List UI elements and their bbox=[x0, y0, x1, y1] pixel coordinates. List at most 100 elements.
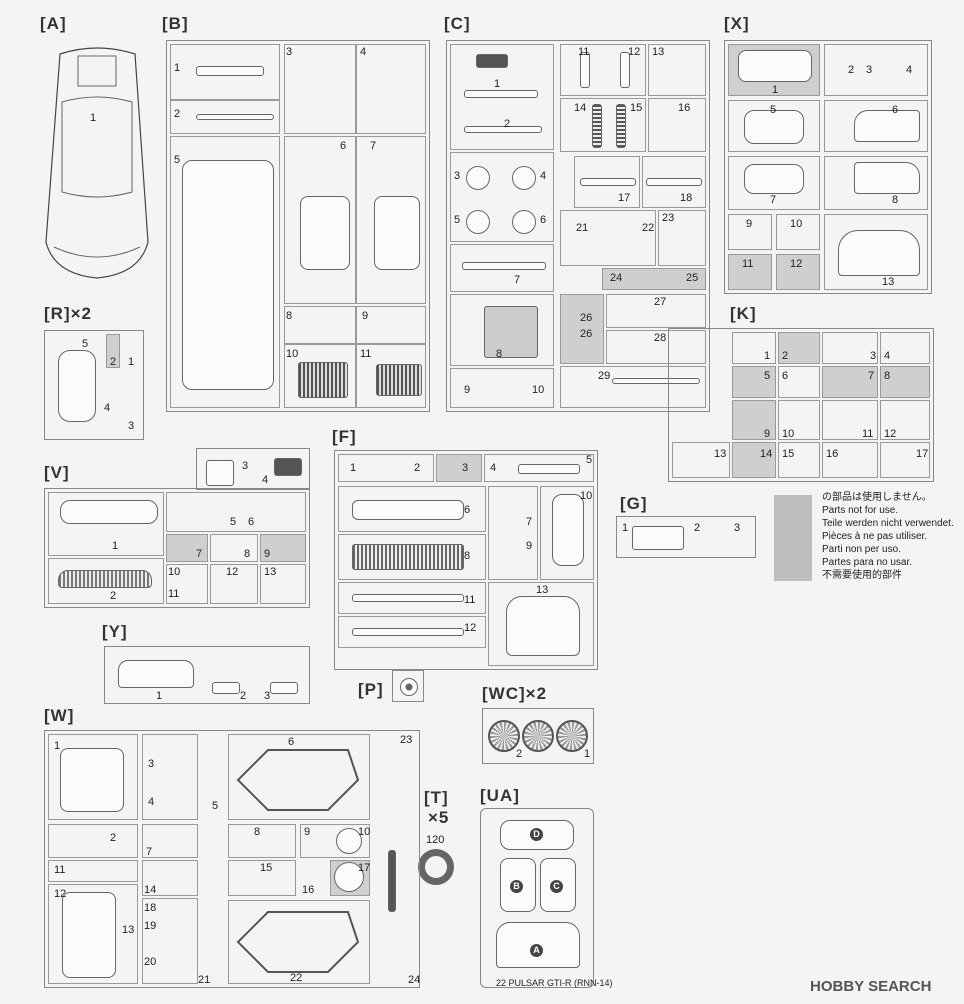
sprue-c-part-3 bbox=[466, 166, 490, 190]
part-num-c-6: 6 bbox=[540, 214, 547, 226]
part-num-k-14: 14 bbox=[760, 448, 773, 460]
part-num-b-11: 11 bbox=[360, 348, 372, 360]
part-num-x-1: 1 bbox=[772, 84, 779, 96]
part-num-k-10: 10 bbox=[782, 428, 795, 440]
sprue-k-cell-15 bbox=[778, 442, 820, 478]
sprue-k-frame bbox=[668, 328, 934, 482]
part-num-w-22: 22 bbox=[290, 972, 303, 984]
sprue-c-part-15-spring bbox=[616, 104, 626, 148]
sprue-v-cell-2 bbox=[48, 558, 164, 604]
sprue-w-cell-2 bbox=[48, 824, 138, 858]
sprue-w-cell-7 bbox=[142, 824, 198, 858]
ua-part-a bbox=[496, 922, 580, 968]
part-num-w-6: 6 bbox=[288, 736, 295, 748]
sprue-v-cell-7 bbox=[166, 534, 208, 562]
sprue-c-part-emblem bbox=[476, 54, 508, 68]
part-num-v-12: 12 bbox=[226, 566, 239, 578]
part-num-y-1: 1 bbox=[156, 690, 163, 702]
sprue-w-cell-14 bbox=[142, 860, 198, 896]
part-num-w-18: 18 bbox=[144, 902, 157, 914]
tire-part bbox=[418, 849, 454, 885]
sprue-label-c: [C] bbox=[444, 14, 471, 33]
legend-ja: の部品は使用しません。 bbox=[822, 492, 932, 503]
sprue-x-cell-12 bbox=[776, 254, 820, 290]
part-num-k-7: 7 bbox=[868, 370, 875, 382]
part-num-w-12: 12 bbox=[54, 888, 67, 900]
sprue-k-cell-6 bbox=[778, 366, 820, 398]
part-num-k-16: 16 bbox=[826, 448, 839, 460]
part-num-f-4: 4 bbox=[490, 462, 497, 474]
legend-de: Teile werden nicht verwendet. bbox=[822, 518, 954, 529]
sprue-f-part-12 bbox=[352, 628, 464, 636]
sprue-k-cell-9 bbox=[732, 400, 776, 440]
part-num-v-10: 10 bbox=[168, 566, 181, 578]
sprue-label-b: [B] bbox=[162, 14, 189, 33]
sprue-x-cell-9 bbox=[728, 214, 772, 250]
part-num-c-26b: 26 bbox=[580, 328, 593, 340]
sprue-b-part-10-radiator bbox=[298, 362, 348, 398]
part-num-w-10: 10 bbox=[358, 826, 371, 838]
sprue-b-frame bbox=[166, 40, 430, 412]
sprue-k-cell-1 bbox=[732, 332, 776, 364]
sprue-x-cell-8 bbox=[824, 156, 928, 210]
part-num-g-3: 3 bbox=[734, 522, 741, 534]
part-num-b-3: 3 bbox=[286, 46, 293, 58]
sprue-k-cell-16 bbox=[822, 442, 878, 478]
part-num-x-2: 2 bbox=[848, 64, 855, 76]
sprue-w-part-10-wheel bbox=[336, 828, 362, 854]
sprue-f-cell-8 bbox=[338, 534, 486, 580]
sprue-f-frame bbox=[334, 450, 598, 670]
legend-zh: 不需要使用的部件 bbox=[822, 570, 902, 581]
part-num-c-12: 12 bbox=[628, 46, 641, 58]
part-num-f-2: 2 bbox=[414, 462, 421, 474]
sprue-c-cell-9-10 bbox=[450, 368, 554, 408]
part-num-x-13: 13 bbox=[882, 276, 895, 288]
wheel-part-2a bbox=[488, 720, 520, 752]
sprue-w-part-6-rollcage bbox=[236, 749, 360, 811]
part-num-k-3: 3 bbox=[870, 350, 877, 362]
sprue-c-part-2 bbox=[464, 126, 542, 133]
part-num-k-1: 1 bbox=[764, 350, 771, 362]
part-num-v-7: 7 bbox=[196, 548, 203, 560]
sprue-v-cell-10-11 bbox=[166, 564, 208, 604]
part-num-c-10: 10 bbox=[532, 384, 545, 396]
sprue-p-frame bbox=[392, 670, 424, 702]
sprue-x-cell-11 bbox=[728, 254, 772, 290]
ua-mark-d: D bbox=[530, 828, 543, 841]
legend-it: Parti non per uso. bbox=[822, 544, 901, 555]
part-num-w-11: 11 bbox=[54, 864, 66, 876]
sprue-v-cell-12 bbox=[210, 564, 258, 604]
unused-parts-legend: の部品は使用しません。 Parts not for use. Teile wer… bbox=[822, 491, 954, 582]
sprue-c-cell-16 bbox=[648, 98, 706, 152]
sprue-f-part-6-bumper bbox=[352, 500, 464, 520]
sprue-k-cell-3 bbox=[822, 332, 878, 364]
sprue-w-cell-9-10 bbox=[300, 824, 370, 858]
sprue-x-cell-2-4 bbox=[824, 44, 928, 96]
sprue-k-cell-12 bbox=[880, 400, 930, 440]
part-num-c-7: 7 bbox=[514, 274, 521, 286]
sprue-x-cell-7 bbox=[728, 156, 820, 210]
part-num-v-2: 2 bbox=[110, 590, 117, 602]
sprue-b-cell-11 bbox=[356, 344, 426, 408]
part-num-x-3: 3 bbox=[866, 64, 873, 76]
footer-label: 22 PULSAR GTI-R (RNN-14) bbox=[496, 978, 613, 988]
sprue-f-part-13-hood bbox=[506, 596, 580, 656]
sprue-v-cell-5-6 bbox=[166, 492, 306, 532]
sprue-b-cell-4 bbox=[356, 44, 426, 134]
sprue-x-cell-10 bbox=[776, 214, 820, 250]
part-num-w-5: 5 bbox=[212, 800, 219, 812]
sprue-c-cell-11-12 bbox=[560, 44, 646, 96]
sprue-c-cell-8 bbox=[450, 294, 554, 366]
part-num-x-8: 8 bbox=[892, 194, 899, 206]
sprue-label-x: [X] bbox=[724, 14, 750, 33]
part-num-wc-2: 2 bbox=[516, 748, 523, 760]
sprue-v-cell-13 bbox=[260, 564, 306, 604]
part-num-k-17: 17 bbox=[916, 448, 929, 460]
part-num-w-19: 19 bbox=[144, 920, 157, 932]
sprue-v-cell-1 bbox=[48, 492, 164, 556]
sprue-w-part-17-steering bbox=[334, 862, 364, 892]
part-num-c-21: 21 bbox=[576, 222, 589, 234]
part-num-b-7: 7 bbox=[370, 140, 377, 152]
sprue-v-part-1-dashboard bbox=[60, 500, 158, 524]
part-num-w-9: 9 bbox=[304, 826, 311, 838]
